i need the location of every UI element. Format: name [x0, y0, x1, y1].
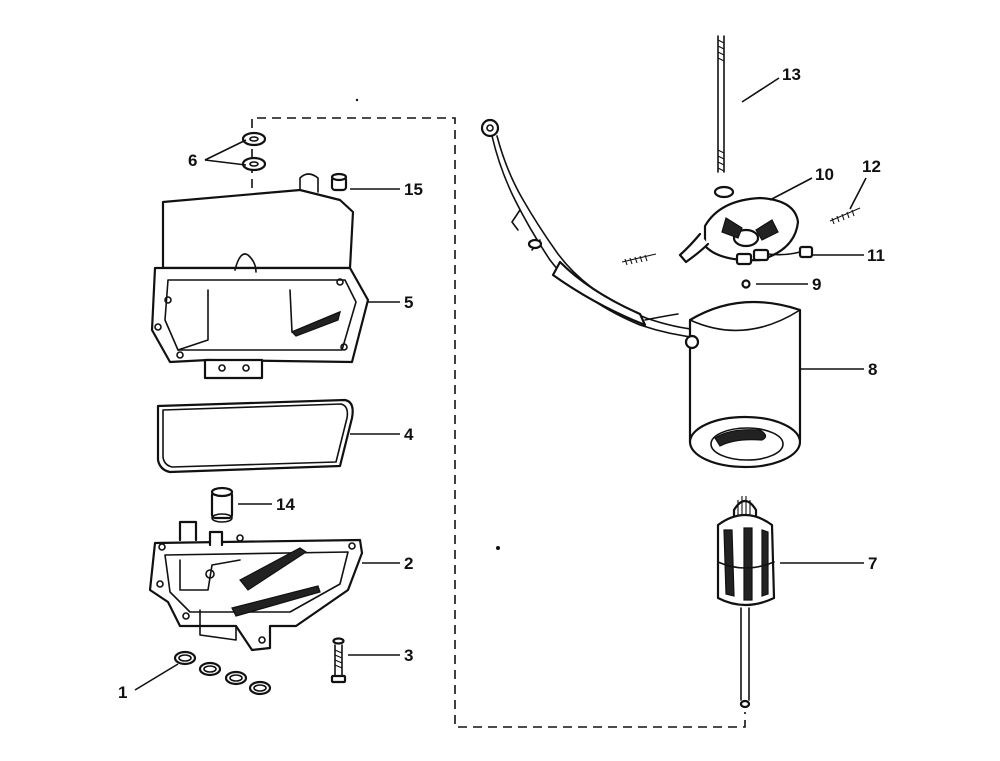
part-8-motor-housing: [684, 300, 802, 469]
callout-14: 14: [276, 495, 295, 514]
callout-8: 8: [868, 360, 877, 379]
part-2-base-plate: [148, 520, 364, 652]
part-12-springs: [621, 207, 861, 266]
callout-6: 6: [188, 151, 197, 170]
part-3-screw: [330, 637, 347, 684]
part-7-armature: [716, 496, 776, 709]
part-1-o-rings: [173, 650, 272, 696]
leader-lines: [134, 77, 867, 691]
part-14-bushing: [210, 486, 234, 523]
callout-4: 4: [404, 425, 414, 444]
callout-1: 1: [118, 683, 127, 702]
callout-labels: 1 2 3 4 5 6 7 8 9 10 11 12 13 14 15: [118, 65, 885, 702]
part-15-plug: [330, 172, 348, 192]
callout-11: 11: [867, 246, 885, 265]
callout-7: 7: [868, 554, 877, 573]
wiring-harness: [480, 118, 701, 339]
part-6-washers: [241, 131, 267, 172]
callout-12: 12: [862, 157, 881, 176]
part-10-brush-plate: [678, 185, 801, 266]
callout-5: 5: [404, 293, 413, 312]
part-9-ball: [741, 279, 751, 289]
callout-15: 15: [404, 180, 423, 199]
callout-2: 2: [404, 554, 413, 573]
print-speck: [496, 546, 500, 550]
callout-3: 3: [404, 646, 413, 665]
assembly-dashed-line: [251, 117, 746, 728]
part-11-terminal: [798, 245, 814, 259]
callout-13: 13: [782, 65, 801, 84]
callout-9: 9: [812, 275, 821, 294]
callout-10: 10: [815, 165, 834, 184]
part-5-cover-housing: [150, 173, 370, 380]
part-4-gasket: [156, 398, 354, 474]
part-13-stud: [717, 35, 725, 173]
print-speck: [355, 98, 359, 102]
